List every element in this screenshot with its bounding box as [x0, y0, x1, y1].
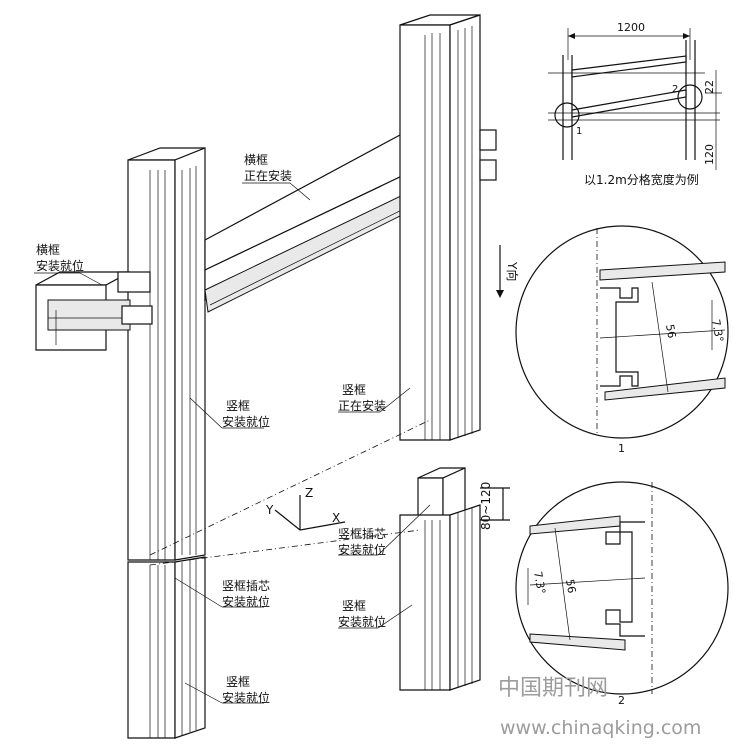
svg-text:横框: 横框: [244, 153, 268, 167]
label-mullion-installing: 竖框 正在安装: [338, 383, 386, 413]
label-mullion-in-place-lower-left: 竖框 安装就位: [222, 675, 270, 705]
label-transom-in-place: 横框 安装就位: [36, 243, 84, 273]
plan-offset-bottom: 120: [703, 144, 716, 165]
plan-marker-2: 2: [672, 84, 678, 95]
svg-text:竖框: 竖框: [342, 599, 366, 613]
svg-text:竖框插芯: 竖框插芯: [338, 527, 386, 541]
left-transom: [35, 271, 153, 351]
svg-text:竖框: 竖框: [226, 399, 250, 413]
axis-x-label: X: [332, 511, 340, 525]
svg-text:安装就位: 安装就位: [222, 414, 270, 429]
detail-circle-1: [515, 225, 729, 439]
svg-text:正在安装: 正在安装: [244, 168, 292, 183]
label-mullion-insert-in-place-lower: 竖框插芯 安装就位: [222, 579, 270, 609]
svg-text:安装就位: 安装就位: [36, 258, 84, 273]
label-mullion-in-place-upper: 竖框 安装就位: [222, 399, 270, 429]
diagonal-transom: [204, 134, 433, 313]
left-mullion-upper: [127, 147, 206, 561]
y-direction-label: Y向: [505, 261, 520, 281]
right-mullion-lower: [399, 467, 481, 691]
label-mullion-in-place-lower-right: 竖框 安装就位: [338, 599, 386, 629]
svg-text:正在安装: 正在安装: [338, 398, 386, 413]
install-guide-lines: [149, 245, 510, 566]
axis-z-label: Z: [305, 486, 313, 500]
axis-y-label: Y: [265, 503, 274, 517]
plan-detail: [548, 28, 722, 170]
plan-marker-1: 1: [576, 126, 582, 137]
detail-circle-2: [515, 481, 729, 695]
svg-text:竖框: 竖框: [342, 383, 366, 397]
gap-dimension: 80~120: [479, 482, 493, 530]
detail1-marker: 1: [618, 442, 625, 455]
svg-text:安装就位: 安装就位: [338, 542, 386, 557]
svg-text:竖框: 竖框: [226, 675, 250, 689]
plan-caption: 以1.2m分格宽度为例: [584, 172, 699, 187]
detail1-angle: 7.3°: [709, 318, 726, 343]
left-mullion-lower: [127, 556, 206, 739]
plan-offset-top: 22: [703, 80, 716, 94]
detail2-angle: 7.3°: [531, 570, 548, 595]
svg-text:横框: 横框: [36, 243, 60, 257]
label-transom-installing: 横框 正在安装: [244, 153, 292, 183]
detail2-width: 56: [563, 578, 578, 594]
svg-text:竖框插芯: 竖框插芯: [222, 579, 270, 593]
svg-text:安装就位: 安装就位: [222, 690, 270, 705]
right-mullion-upper: [399, 14, 497, 441]
plan-span-dimension: 1200: [617, 21, 645, 34]
watermark-cn: 中国期刊网: [498, 676, 608, 701]
leader-lines: [34, 182, 431, 704]
watermark-url: www.chinaqking.com: [500, 717, 701, 739]
svg-text:安装就位: 安装就位: [338, 614, 386, 629]
detail1-width: 56: [663, 323, 678, 339]
svg-text:安装就位: 安装就位: [222, 594, 270, 609]
label-mullion-insert-in-place: 竖框插芯 安装就位: [338, 527, 386, 557]
detail2-marker: 2: [618, 694, 625, 707]
